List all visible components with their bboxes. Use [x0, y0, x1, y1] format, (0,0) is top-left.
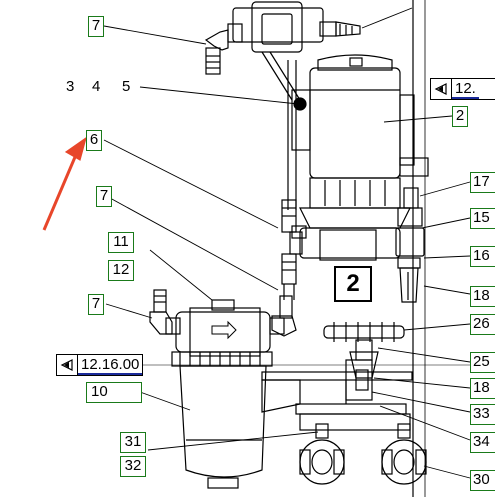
callout-7-mid: 7 [96, 186, 112, 207]
callout-6: 6 [86, 130, 102, 151]
elbow-fitting-top [204, 29, 229, 75]
filter-bowl [179, 365, 267, 478]
callout-26: 26 [470, 314, 495, 335]
callout-5: 5 [122, 78, 131, 95]
callout-7-low: 7 [88, 294, 104, 315]
caster-left [299, 423, 345, 485]
callout-7-top: 7 [88, 16, 104, 37]
callout-33: 33 [470, 404, 495, 425]
callout-16: 16 [470, 246, 495, 267]
back-arrow-icon [57, 355, 78, 375]
valve [345, 339, 379, 401]
callout-3: 3 [66, 78, 75, 95]
callout-10: 10 [86, 382, 142, 403]
callout-34: 34 [470, 432, 495, 453]
callout-2: 2 [452, 106, 468, 127]
section-ref-left-text: 12.16.00 [78, 356, 143, 375]
pump-head [289, 225, 401, 261]
section-ref-left[interactable]: 12.16.00 [56, 354, 144, 376]
leader-lines [103, 7, 471, 479]
callout-30: 30 [470, 470, 495, 491]
caster-right [381, 423, 427, 485]
back-arrow-icon [431, 79, 452, 99]
highlight-arrow [42, 136, 88, 231]
base-bracket [261, 371, 413, 431]
item-number-badge: 2 [334, 266, 372, 302]
right-fittings [395, 187, 425, 303]
motor-body [291, 54, 429, 229]
callout-25: 25 [470, 352, 495, 373]
callout-11: 11 [108, 232, 134, 253]
callout-32: 32 [120, 456, 146, 477]
callout-18-low: 18 [470, 378, 495, 399]
elbow-fitting-right [271, 295, 297, 337]
elbow-fitting-left [149, 289, 173, 335]
callout-17: 17 [470, 172, 495, 193]
callout-4: 4 [92, 78, 101, 95]
callout-12: 12 [108, 260, 134, 281]
callout-18-top: 18 [470, 286, 495, 307]
gear [323, 322, 405, 342]
callout-15: 15 [470, 208, 495, 229]
section-ref-right[interactable]: 12. [430, 78, 495, 100]
filter-head [165, 299, 285, 367]
top-fitting [227, 1, 361, 53]
section-ref-right-text: 12. [452, 80, 479, 99]
callout-31: 31 [120, 432, 146, 453]
